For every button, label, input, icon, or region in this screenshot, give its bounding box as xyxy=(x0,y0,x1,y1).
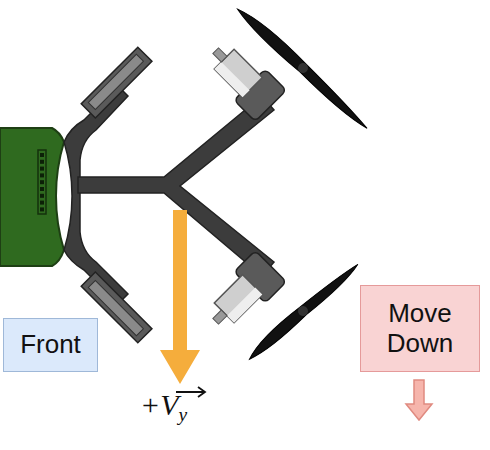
motion-label-box: Move Down xyxy=(360,285,480,372)
pin xyxy=(40,153,44,157)
pin xyxy=(40,160,44,164)
finger-pad xyxy=(81,47,152,118)
pin xyxy=(40,201,44,205)
pin-header xyxy=(38,150,46,214)
gripper-frame xyxy=(64,86,128,304)
gripper-board xyxy=(0,128,64,266)
vector-accent xyxy=(176,387,205,397)
box-text: Move Down xyxy=(367,299,473,359)
velocity-arrow xyxy=(160,210,200,384)
motor xyxy=(200,251,286,337)
propeller xyxy=(245,258,360,363)
pin xyxy=(40,194,44,198)
pin xyxy=(40,180,44,184)
propeller xyxy=(234,4,373,131)
pin xyxy=(40,173,44,177)
pin xyxy=(40,167,44,171)
velocity-label: +Vy xyxy=(140,388,187,426)
box-text: Front xyxy=(20,330,81,360)
pin xyxy=(40,187,44,191)
header-pins xyxy=(40,153,44,211)
direction-arrow xyxy=(406,380,432,420)
pin xyxy=(40,207,44,211)
front-label-box: Front xyxy=(3,318,98,372)
